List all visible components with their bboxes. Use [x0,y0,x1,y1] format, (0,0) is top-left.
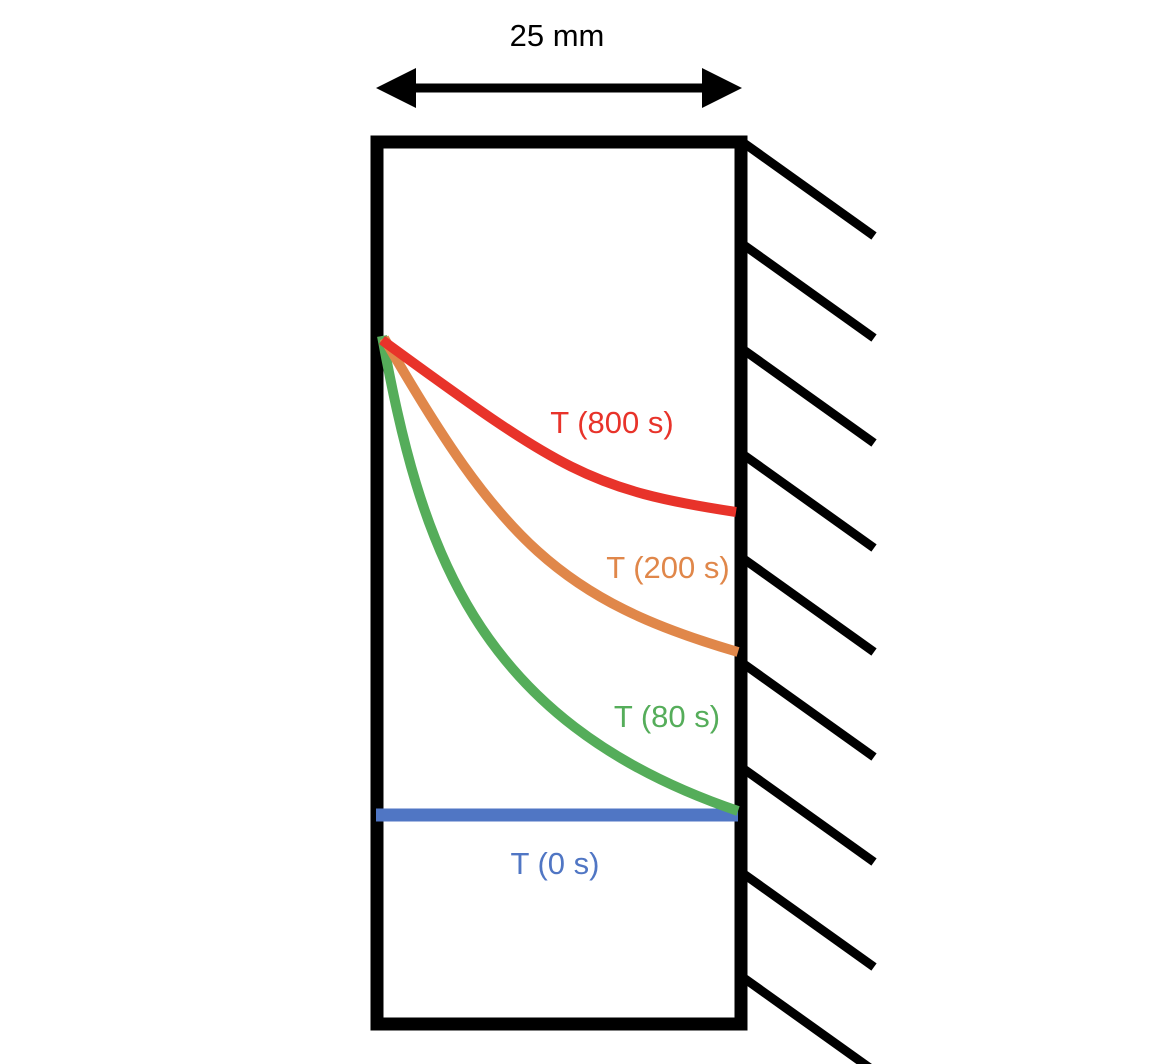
curve-label-t-0s: T (0 s) [511,846,600,881]
hatch-line [738,239,877,342]
hatch-line [738,763,877,866]
hatch-line [738,344,877,447]
dimension-arrowhead-left [376,68,416,108]
dimension-arrow [376,68,742,108]
wall-hatching [738,137,877,1064]
dimension-label: 25 mm [510,18,605,53]
hatch-line [738,449,877,552]
hatch-line [738,868,877,971]
curve-label-t-200s: T (200 s) [606,550,729,585]
curve-t-800s [379,335,737,517]
curve-t-200s [379,335,740,657]
slab-outline [370,135,748,1031]
hatch-line [738,137,877,240]
hatch-line [738,658,877,761]
hatch-line [738,553,877,656]
curve-label-t-80s: T (80 s) [614,699,720,734]
dimension-arrowhead-right [702,68,742,108]
curve-label-t-800s: T (800 s) [550,405,673,440]
hatch-line [738,972,872,1064]
curve-t-80s [377,335,740,816]
